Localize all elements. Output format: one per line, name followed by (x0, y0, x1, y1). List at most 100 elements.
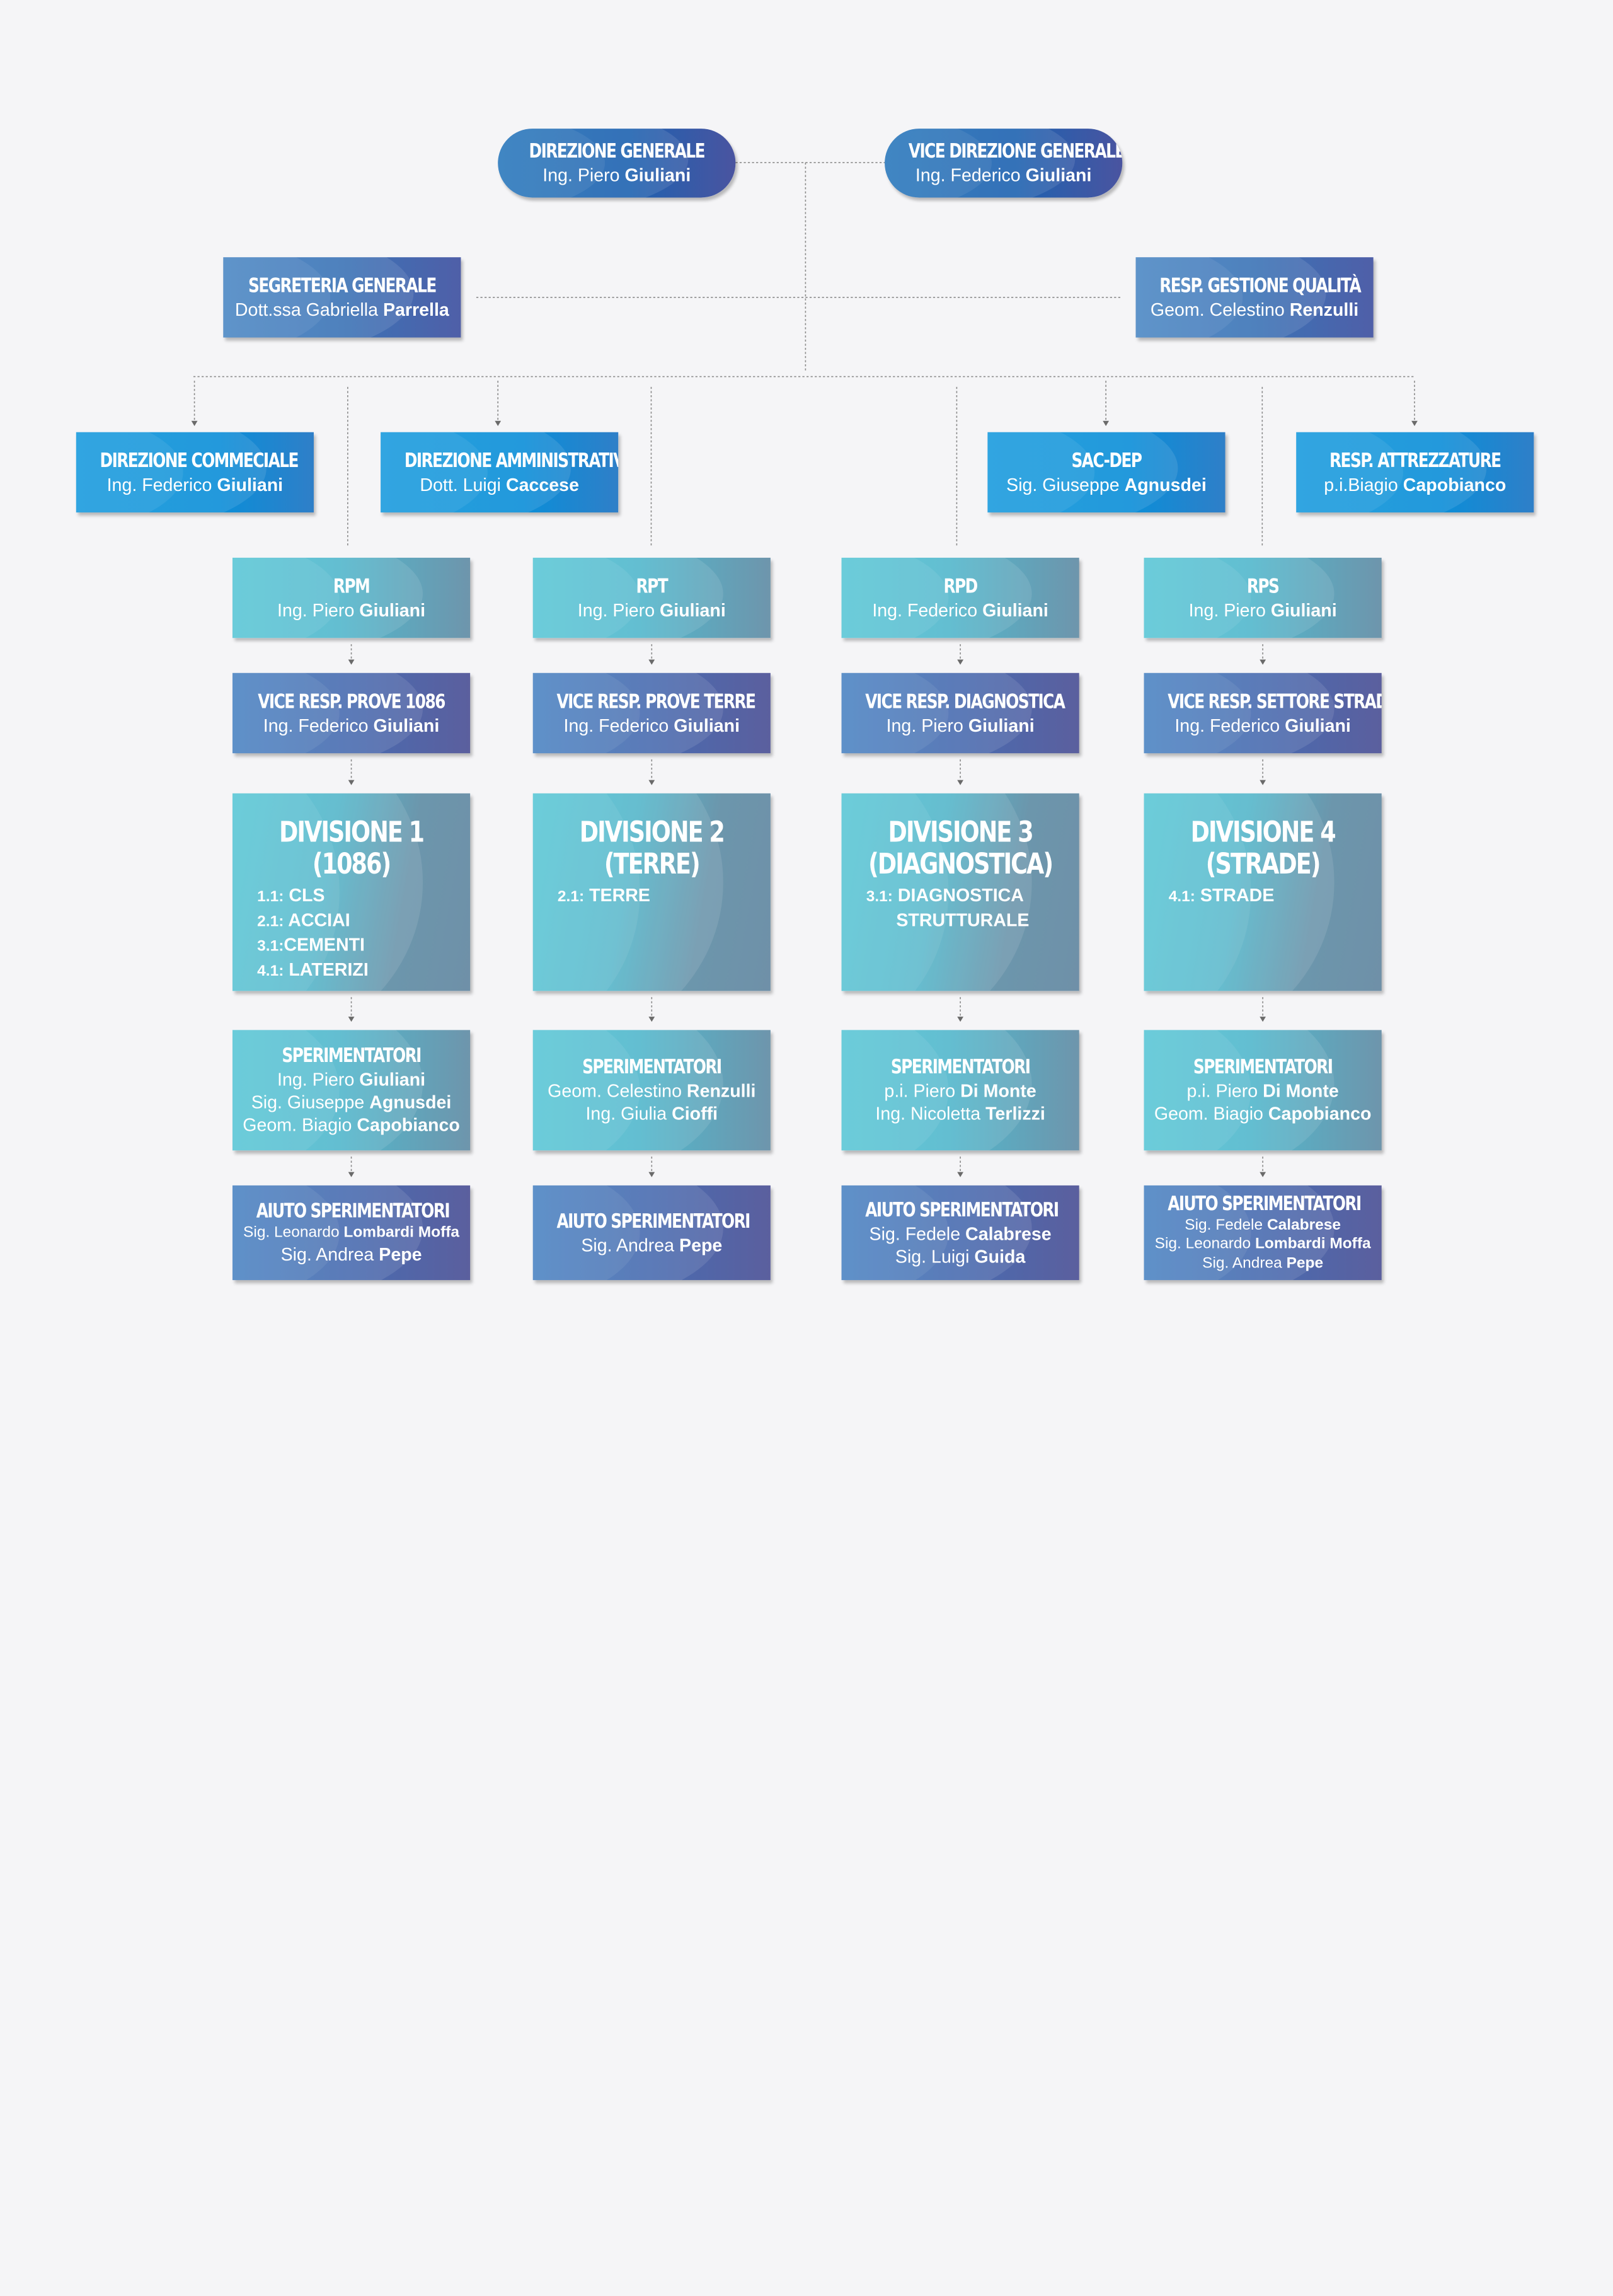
node-person: Ing. Giulia Cioffi (585, 1103, 718, 1124)
col3-division-node[interactable]: DIVISIONE 3(DIAGNOSTICA)3.1: DIAGNOSTICA… (841, 793, 1079, 991)
node-title: AIUTO SPERIMENTATORI (865, 1198, 1059, 1221)
node-person: p.i. Piero Di Monte (1186, 1080, 1339, 1101)
node-title: SEGRETERIA GENERALE (248, 274, 437, 297)
division-item: 3.1:CEMENTI (257, 934, 365, 955)
node-person: Sig. Leonardo Lombardi Moffa (1154, 1235, 1371, 1253)
node-person: Ing. Federico Giuliani (1174, 714, 1351, 736)
node-person: Ing. Nicoletta Terlizzi (875, 1103, 1045, 1124)
node-person: p.i. Piero Di Monte (884, 1080, 1036, 1101)
node-person: Dott.ssa Gabriella Parrella (234, 299, 449, 320)
node-title: RPT (636, 574, 669, 597)
division-subtitle: (DIAGNOSTICA) (868, 846, 1053, 881)
node-person: Sig. Andrea Pepe (581, 1234, 723, 1255)
direzione-commerciale-node[interactable]: DIREZIONE COMMECIALE Ing. Federico Giuli… (76, 432, 314, 513)
node-person: Sig. Andrea Pepe (1202, 1254, 1324, 1272)
division-item: 1.1: CLS (257, 885, 325, 906)
node-title: DIREZIONE AMMINISTRATIVA (404, 449, 619, 472)
node-person: Ing. Piero Giuliani (277, 1069, 426, 1090)
node-title: RPS (1246, 574, 1280, 597)
node-person: Geom. Celestino Renzulli (548, 1080, 756, 1101)
direzione-amministrativa-node[interactable]: DIREZIONE AMMINISTRATIVA Dott. Luigi Cac… (381, 432, 619, 513)
node-person: Ing. Federico Giuliani (106, 473, 284, 495)
division-subtitle: (TERRE) (604, 846, 701, 881)
node-person: Ing. Piero Giuliani (277, 599, 426, 620)
connector-lines (191, 162, 1418, 1177)
node-person: Ing. Piero Giuliani (542, 164, 691, 185)
node-title: SPERIMENTATORI (582, 1056, 722, 1079)
node-person: p.i.Biagio Capobianco (1324, 473, 1507, 495)
node-person: Ing. Federico Giuliani (563, 714, 740, 736)
node-title: AIUTO SPERIMENTATORI (1168, 1192, 1362, 1215)
node-person: Sig. Leonardo Lombardi Moffa (243, 1223, 460, 1242)
node-person: Geom. Celestino Renzulli (1150, 299, 1359, 320)
node-person: Sig. Giuseppe Agnusdei (251, 1092, 452, 1112)
division-item: 3.1: DIAGNOSTICA (866, 885, 1024, 906)
node-person: Ing. Federico Giuliani (872, 599, 1048, 620)
node-person: Ing. Piero Giuliani (886, 714, 1035, 736)
resp-gestione-qualita-node[interactable]: RESP. GESTIONE QUALITÀ Geom. Celestino R… (1135, 257, 1374, 338)
node-title: SAC-DEP (1071, 449, 1142, 472)
division-items: 3.1: DIAGNOSTICA STRUTTURALE (842, 884, 1079, 933)
col4-division-node[interactable]: DIVISIONE 4(STRADE) 4.1: STRADE (1144, 793, 1382, 991)
node-title: DIREZIONE GENERALE (529, 140, 706, 163)
division-title: DIVISIONE 1 (278, 815, 425, 849)
sac-dep-node[interactable]: SAC-DEP Sig. Giuseppe Agnusdei (987, 432, 1226, 513)
node-title: SPERIMENTATORI (890, 1056, 1031, 1079)
col2-division-node[interactable]: DIVISIONE 2(TERRE) 2.1: TERRE (532, 793, 771, 991)
node-title: VICE RESP. DIAGNOSTICA (865, 689, 1065, 713)
node-person: Dott. Luigi Caccese (420, 473, 579, 495)
node-person: Sig. Fedele Calabrese (869, 1223, 1052, 1244)
division-items: 1.1: CLS 2.1: ACCIAI 3.1:CEMENTI 4.1: LATER… (232, 884, 470, 983)
node-title: RESP. GESTIONE QUALITÀ (1159, 274, 1361, 297)
direzione-generale-node[interactable]: DIREZIONE GENERALE Ing. Piero Giuliani (498, 129, 736, 198)
node-person: Sig. Giuseppe Agnusdei (1006, 473, 1207, 495)
node-title: RPD (943, 574, 979, 597)
division-title: DIVISIONE 3 (888, 815, 1034, 849)
node-title: VICE RESP. SETTORE STRADE (1168, 689, 1382, 713)
division-title: DIVISIONE 2 (579, 815, 725, 849)
node-person: Sig. Fedele Calabrese (1185, 1216, 1341, 1234)
node-title: VICE RESP. PROVE 1086 (258, 689, 445, 713)
node-title: SPERIMENTATORI (1193, 1056, 1333, 1079)
division-item: 4.1: STRADE (1168, 885, 1275, 906)
segreteria-generale-node[interactable]: SEGRETERIA GENERALE Dott.ssa Gabriella P… (223, 257, 461, 338)
node-title: VICE RESP. PROVE TERRE (556, 689, 756, 713)
node-title: DIREZIONE COMMECIALE (100, 449, 299, 472)
division-title: DIVISIONE 4 (1190, 815, 1336, 849)
division-item: 2.1: TERRE (557, 885, 650, 906)
division-item: 4.1: LATERIZI (257, 959, 369, 980)
node-title: AIUTO SPERIMENTATORI (256, 1200, 451, 1223)
col1-division-node[interactable]: DIVISIONE 1(1086) 1.1: CLS 2.1: ACCIAI 3.1:… (232, 793, 471, 991)
node-person: Sig. Andrea Pepe (280, 1243, 422, 1265)
division-subtitle: (1086) (312, 846, 391, 881)
vice-direzione-generale-node[interactable]: VICE DIREZIONE GENERALE Ing. Federico Gi… (885, 129, 1123, 198)
node-title: RPM (333, 574, 370, 597)
division-items: 2.1: TERRE (533, 884, 771, 908)
division-subtitle: (STRADE) (1205, 846, 1321, 881)
division-item: STRUTTURALE (866, 909, 1030, 930)
node-person: Ing. Piero Giuliani (577, 599, 726, 620)
division-item: 2.1: ACCIAI (257, 909, 350, 930)
node-person: Geom. Biagio Capobianco (243, 1114, 460, 1135)
node-title: RESP. ATTREZZATURE (1329, 449, 1501, 472)
node-title: AIUTO SPERIMENTATORI (556, 1209, 750, 1233)
resp-attrezzature-node[interactable]: RESP. ATTREZZATURE p.i.Biagio Capobianco (1296, 432, 1534, 513)
node-person: Ing. Federico Giuliani (263, 714, 440, 736)
node-person: Ing. Piero Giuliani (1188, 599, 1337, 620)
